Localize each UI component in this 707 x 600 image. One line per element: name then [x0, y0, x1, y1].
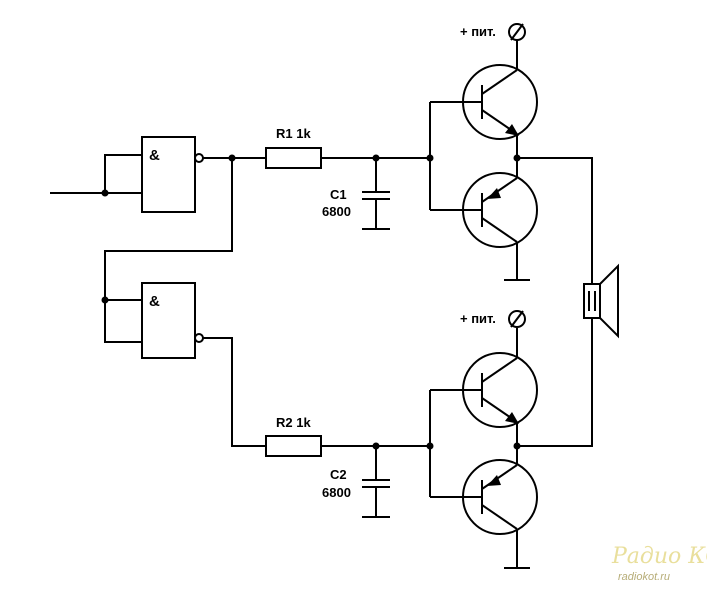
- radiokot-watermark-logo: Радио КОТ radiokot.ru: [611, 544, 707, 583]
- transistor-q1-npn: [462, 40, 538, 158]
- power-terminal-top: + пит.: [460, 23, 526, 41]
- resistor-r1: R1 1k: [265, 126, 322, 169]
- gate1-output-wiring: [101, 154, 266, 343]
- transistor-q4-pnp: [462, 446, 538, 569]
- input-wiring: [50, 154, 142, 197]
- nand-gate-1: &: [141, 136, 204, 213]
- gate-2-symbol: &: [149, 293, 160, 310]
- top-output-node: [513, 154, 593, 284]
- c2-name: C2: [330, 467, 347, 482]
- watermark-title: Радио КОТ: [611, 544, 707, 569]
- gate-1-symbol: &: [149, 147, 160, 164]
- c2-value: 6800: [322, 485, 351, 500]
- gate2-output-wiring: [203, 337, 266, 447]
- nand-gate-2: &: [141, 282, 204, 359]
- bottom-bases-wiring: [426, 389, 482, 498]
- power-terminal-bottom: + пит.: [460, 310, 526, 328]
- power-label-bottom: + пит.: [460, 311, 496, 326]
- speaker: [583, 263, 619, 339]
- top-bases-wiring: [426, 101, 482, 211]
- r1-label: R1 1k: [276, 126, 311, 141]
- transistor-q3-npn: [462, 328, 538, 446]
- watermark-url: radiokot.ru: [618, 571, 670, 583]
- capacitor-c2: C2 6800: [321, 442, 430, 518]
- resistor-r2: R2 1k: [265, 415, 322, 457]
- c1-name: C1: [330, 187, 347, 202]
- c1-value: 6800: [322, 204, 351, 219]
- r2-label: R2 1k: [276, 415, 311, 430]
- bottom-output-node: [513, 318, 593, 450]
- power-label-top: + пит.: [460, 24, 496, 39]
- transistor-q2-pnp: [462, 158, 538, 281]
- capacitor-c1: C1 6800: [321, 154, 430, 230]
